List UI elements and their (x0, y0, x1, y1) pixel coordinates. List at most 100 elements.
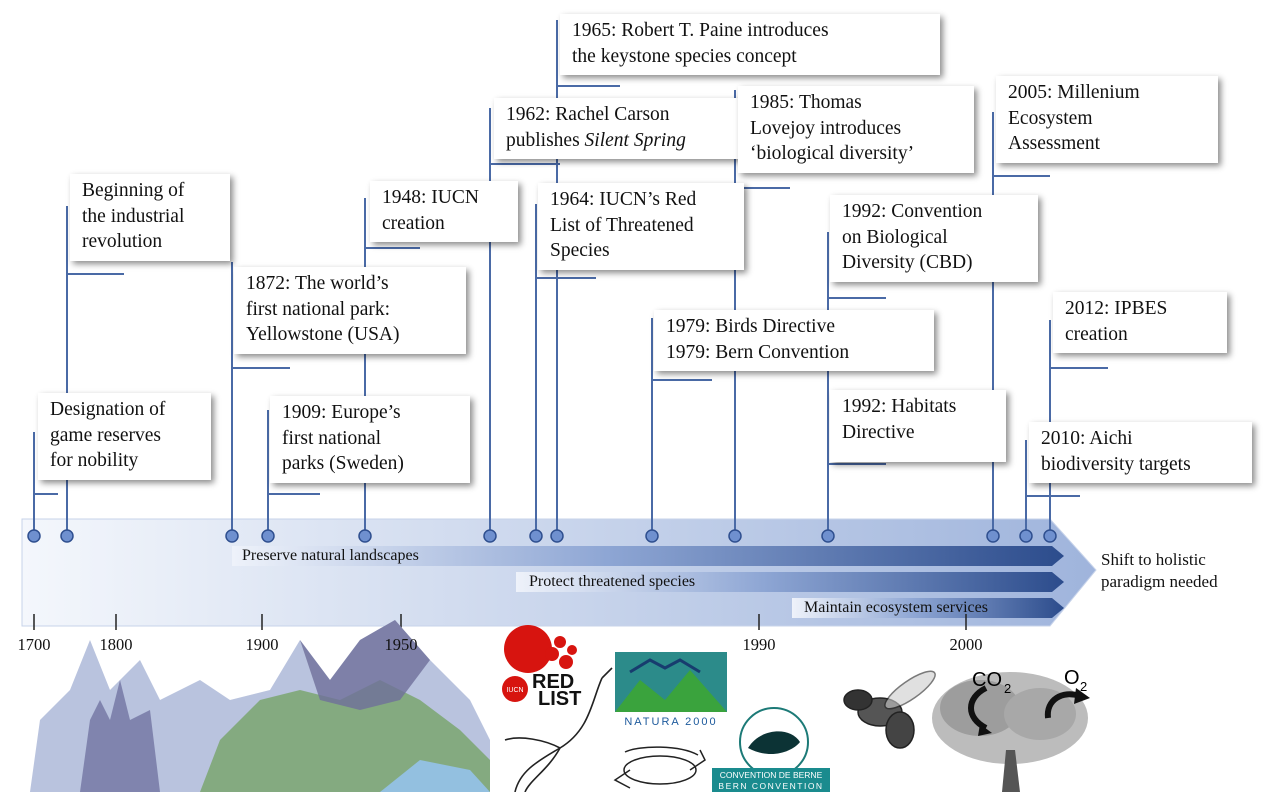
bern-convention-logo (712, 707, 830, 792)
event-line: 1964: IUCN’s Red (550, 189, 697, 210)
event-line: 2010: Aichi (1041, 428, 1133, 449)
event-markers (27, 529, 1057, 543)
event-line: Designation of (50, 399, 166, 420)
event-line: List of Threatened (550, 214, 694, 236)
natura2000-logo (615, 652, 727, 728)
event-line: 1992: Convention (842, 201, 983, 222)
event-line: Beginning of (82, 180, 185, 201)
bern-text-1: CONVENTION DE BERNE (720, 770, 823, 780)
landscape-illustration (30, 620, 490, 792)
marker-1872 (225, 529, 239, 543)
event-line: 1872: The world’s (246, 273, 389, 294)
marker-game-reserves (27, 529, 41, 543)
arrow-label-preserve: Preserve natural landscapes (242, 547, 419, 564)
event-box-1872: 1872: The world’s first national park: Y… (234, 267, 466, 355)
o2-subscript: 2 (1080, 679, 1087, 694)
marker-1964 (529, 529, 543, 543)
event-box-industrial-revolution: Beginning of the industrial revolution (70, 174, 230, 262)
marker-1909 (261, 529, 275, 543)
event-line: the keystone species concept (572, 45, 797, 67)
shift-paradigm-text: Shift to holistic paradigm needed (1101, 549, 1218, 593)
axis-tick-label: 1900 (245, 635, 279, 654)
event-box-1948: 1948: IUCN creation (370, 181, 518, 243)
event-box-1909: 1909: Europe’s first national parks (Swe… (270, 396, 470, 484)
event-line: 1909: Europe’s (282, 402, 401, 423)
event-line: 2012: IPBES (1065, 298, 1168, 319)
o2-arrowhead-icon (1074, 688, 1090, 704)
redlist-text-2: LIST (538, 688, 581, 710)
arrow-label-ecosystem: Maintain ecosystem services (804, 599, 988, 616)
axis-tick-label: 1990 (742, 635, 776, 654)
event-line: creation (1065, 323, 1128, 345)
event-line: Diversity (CBD) (842, 252, 973, 274)
marker-2012 (1043, 529, 1057, 543)
tree-illustration (932, 672, 1088, 792)
redlist-text-1: RED (532, 671, 574, 693)
bee-sketch (843, 670, 936, 749)
event-box-2010: 2010: Aichi biodiversity targets (1029, 422, 1252, 484)
event-line: the industrial (82, 205, 185, 227)
marker-1962 (483, 529, 497, 543)
event-line: revolution (82, 231, 163, 253)
marker-industrial (60, 529, 74, 543)
event-line: 1979: Birds Directive (666, 316, 835, 337)
event-line: 1992: Habitats (842, 396, 957, 417)
event-line: biodiversity targets (1041, 453, 1191, 475)
event-line: 2005: Millenium (1008, 82, 1140, 103)
o2-label: O (1064, 667, 1080, 689)
event-line: game reserves (50, 424, 161, 446)
axis-tick-label: 1700 (17, 635, 51, 654)
event-line: publishes Silent Spring (506, 128, 730, 154)
event-box-1985: 1985: Thomas Lovejoy introduces ‘biologi… (738, 86, 974, 174)
event-line: Yellowstone (USA) (246, 324, 400, 346)
event-box-1979: 1979: Birds Directive 1979: Bern Convent… (654, 310, 934, 372)
event-connectors (33, 20, 1108, 536)
marker-1979 (645, 529, 659, 543)
axis-tick-label: 2000 (949, 635, 983, 654)
stork-sketch (504, 667, 613, 792)
event-box-game-reserves: Designation of game reserves for nobilit… (38, 393, 211, 481)
natura-text: NATURA 2000 (624, 716, 717, 728)
event-line: first national (282, 427, 382, 449)
event-box-2005: 2005: Millenium Ecosystem Assessment (996, 76, 1218, 164)
arrow-protect-species (516, 572, 1064, 592)
shift-line: Shift to holistic (1101, 550, 1206, 569)
axis-ticks (33, 614, 967, 630)
arrow-label-protect: Protect threatened species (529, 573, 696, 590)
event-line: Ecosystem (1008, 107, 1093, 129)
event-line: Directive (842, 421, 915, 443)
event-line: Species (550, 240, 610, 262)
axis-tick-label: 1950 (384, 635, 418, 654)
event-line: on Biological (842, 226, 948, 248)
redlist-logo (502, 625, 577, 702)
co2-arrowhead-icon (978, 724, 992, 736)
event-line: Lovejoy introduces (750, 117, 902, 139)
event-line: parks (Sweden) (282, 453, 404, 475)
event-text: publishes (506, 129, 585, 151)
marker-1992 (821, 529, 835, 543)
event-line: 1948: IUCN (382, 187, 479, 208)
iucn-badge-text: IUCN (506, 687, 523, 694)
marker-2010 (1019, 529, 1033, 543)
marker-1965 (550, 529, 564, 543)
arrow-preserve-landscapes (232, 546, 1064, 566)
event-line: 1985: Thomas (750, 92, 862, 113)
event-line: 1962: Rachel Carson (506, 104, 670, 125)
marker-1948 (358, 529, 372, 543)
event-box-2012: 2012: IPBES creation (1053, 292, 1227, 354)
event-box-1962: 1962: Rachel Carson publishes Silent Spr… (494, 98, 740, 160)
event-line: first national park: (246, 298, 391, 320)
bern-text-2: BERN CONVENTION (718, 781, 823, 791)
event-line: 1965: Robert T. Paine introduces (572, 20, 829, 41)
event-line: ‘biological diversity’ (750, 143, 915, 165)
event-line: Assessment (1008, 133, 1101, 155)
arrow-ecosystem-services (792, 598, 1064, 618)
axis-tick-label: 1800 (99, 635, 133, 654)
event-line: 1979: Bern Convention (666, 341, 850, 363)
co2-subscript: 2 (1004, 681, 1011, 696)
co2-label: CO (972, 669, 1002, 691)
event-box-1992-cbd: 1992: Convention on Biological Diversity… (830, 195, 1038, 283)
event-box-1992-habitats: 1992: Habitats Directive (830, 390, 1006, 462)
marker-2005 (986, 529, 1000, 543)
